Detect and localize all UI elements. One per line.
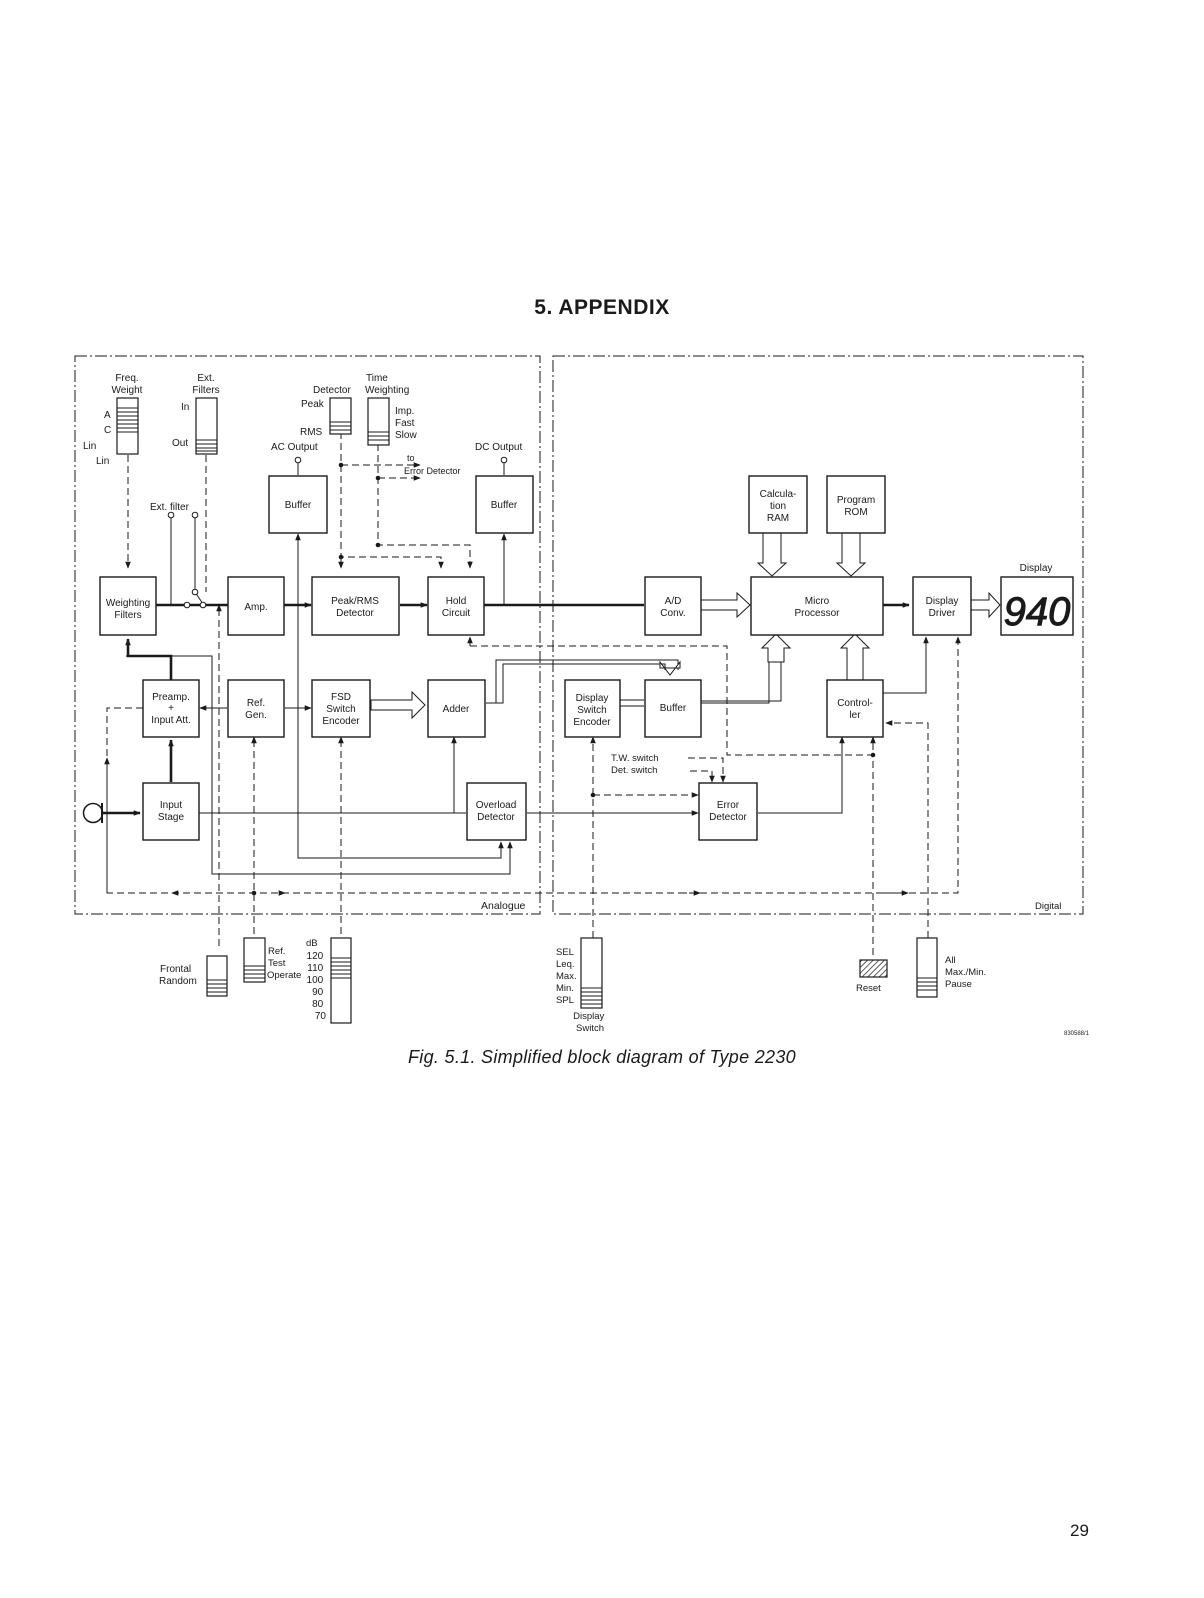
- freq-weight-switch: [116, 397, 139, 455]
- display-label: Display: [1020, 563, 1053, 574]
- reset-button: [859, 959, 888, 978]
- block-adder: [427, 679, 486, 738]
- freq-opt-a: A: [104, 410, 111, 421]
- controller-label: Control-ler: [837, 698, 873, 721]
- drawing-ref: 830588/1: [1064, 1031, 1090, 1037]
- error-detector-note: Error Detector: [404, 466, 461, 476]
- block-micro-processor: [750, 576, 884, 636]
- block-overload-detector: [466, 782, 527, 841]
- ref-gen-label: Ref.Gen.: [245, 698, 267, 721]
- fast-label: Fast: [395, 418, 415, 429]
- detector-switch: [329, 397, 352, 435]
- block-hold-circuit: [427, 576, 485, 636]
- display-switch-label: Display Switch: [573, 1011, 607, 1034]
- frontal-label: Frontal: [160, 964, 191, 975]
- ext-filter-label: Ext. filter: [150, 502, 190, 513]
- rms-label: RMS: [300, 427, 323, 438]
- preamp-label: Preamp.+Input Att.: [151, 692, 190, 726]
- dc-output-label: DC Output: [475, 442, 522, 453]
- pause-label: Pause: [945, 979, 972, 990]
- freq-weight-label: Freq.Weight: [112, 373, 143, 396]
- ext-filters-label: Ext.Filters: [192, 373, 219, 396]
- slow-label: Slow: [395, 430, 417, 441]
- page-heading: 5. APPENDIX: [534, 296, 670, 319]
- seven-segment-display: [1000, 576, 1074, 636]
- db-label: dB: [306, 938, 318, 949]
- freq-opt-lin: Lin: [96, 456, 109, 467]
- buffer-dc-label: Buffer: [491, 500, 518, 511]
- block-input-stage: [142, 782, 200, 841]
- digital-label: Digital: [1035, 901, 1061, 912]
- tw-switch-label: T.W. switch: [611, 753, 659, 764]
- freq-opt-lin-sym: Lin: [83, 441, 96, 452]
- block-preamp: [142, 679, 200, 738]
- block-display-driver: [912, 576, 972, 636]
- block-peak-rms-detector: [311, 576, 400, 636]
- random-label: Random: [159, 976, 197, 987]
- block-program-rom: [826, 475, 886, 534]
- digital-region: [552, 355, 1084, 915]
- detector-label: Detector: [313, 385, 351, 396]
- freq-opt-c: C: [104, 425, 111, 436]
- max-min-label: Max./Min.: [945, 967, 986, 978]
- display-mode-switch: [580, 937, 603, 1009]
- analogue-region: [74, 355, 541, 915]
- to-label: to: [407, 453, 415, 463]
- display-modes: SEL Leq. Max. Min. SPL: [556, 947, 579, 1006]
- block-ref-gen: [227, 679, 285, 738]
- ref-test-switch: [243, 937, 266, 983]
- block-display-switch-encoder: [564, 679, 621, 738]
- adder-label: Adder: [443, 704, 470, 715]
- db-range-switch: [330, 937, 352, 1024]
- block-controller: [826, 679, 884, 738]
- imp-label: Imp.: [395, 406, 414, 417]
- block-calculation-ram: [748, 475, 808, 534]
- page-number: 29: [1070, 1521, 1089, 1540]
- buffer-digital-label: Buffer: [660, 703, 687, 714]
- db-scale: 120 110 100 90 80 70: [307, 951, 327, 1022]
- ext-out-label: Out: [172, 438, 188, 449]
- ref-label: Ref.: [268, 946, 285, 957]
- time-weighting-switch: [367, 397, 390, 446]
- block-buffer-digital: [644, 679, 702, 738]
- ext-in-label: In: [181, 402, 189, 413]
- block-error-detector: [698, 782, 758, 841]
- buffer-ac-label: Buffer: [285, 500, 312, 511]
- block-ad-conv: [644, 576, 702, 636]
- block-buffer-dc: [475, 475, 534, 534]
- det-switch-label: Det. switch: [611, 765, 657, 776]
- ac-output-label: AC Output: [271, 442, 318, 453]
- analogue-label: Analogue: [481, 900, 526, 912]
- ext-filters-switch: [195, 397, 218, 455]
- frontal-random-switch: [206, 955, 228, 997]
- block-weighting-filters: [99, 576, 157, 636]
- display-readout: 940: [1004, 590, 1071, 634]
- all-maxmin-pause-switch: [916, 937, 938, 998]
- amp-label: Amp.: [244, 602, 267, 613]
- all-label: All: [945, 955, 956, 966]
- reset-label: Reset: [856, 983, 881, 994]
- block-buffer-ac: [268, 475, 328, 534]
- figure-caption: Fig. 5.1. Simplified block diagram of Ty…: [408, 1047, 796, 1067]
- test-label: Test: [268, 958, 286, 969]
- block-amp: [227, 576, 285, 636]
- operate-label: Operate: [267, 970, 301, 981]
- peak-label: Peak: [301, 399, 325, 410]
- block-fsd-switch-encoder: [311, 679, 371, 738]
